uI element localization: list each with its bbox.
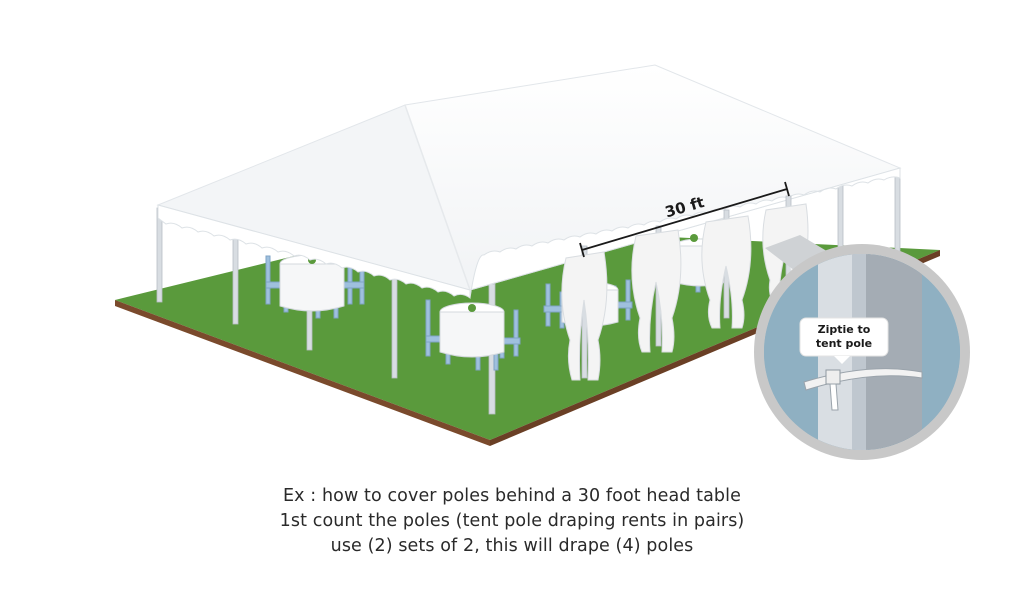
caption-line-2: 1st count the poles (tent pole draping r… (279, 511, 745, 531)
dimension-line (579, 181, 790, 258)
tent-illustration: 30 ft Ziptie to tent pole (115, 64, 970, 460)
table-setting-center (425, 299, 521, 371)
caption-line-1: Ex : how to cover poles behind a 30 foot… (283, 486, 741, 506)
zoom-callout-icon (754, 235, 970, 460)
pole-drapes (561, 203, 809, 381)
callout-label-line1: Ziptie to (818, 323, 871, 336)
callout-label-line2: tent pole (816, 337, 872, 350)
caption-line-3: use (2) sets of 2, this will drape (4) p… (330, 536, 694, 556)
tent-roof (156, 64, 902, 299)
